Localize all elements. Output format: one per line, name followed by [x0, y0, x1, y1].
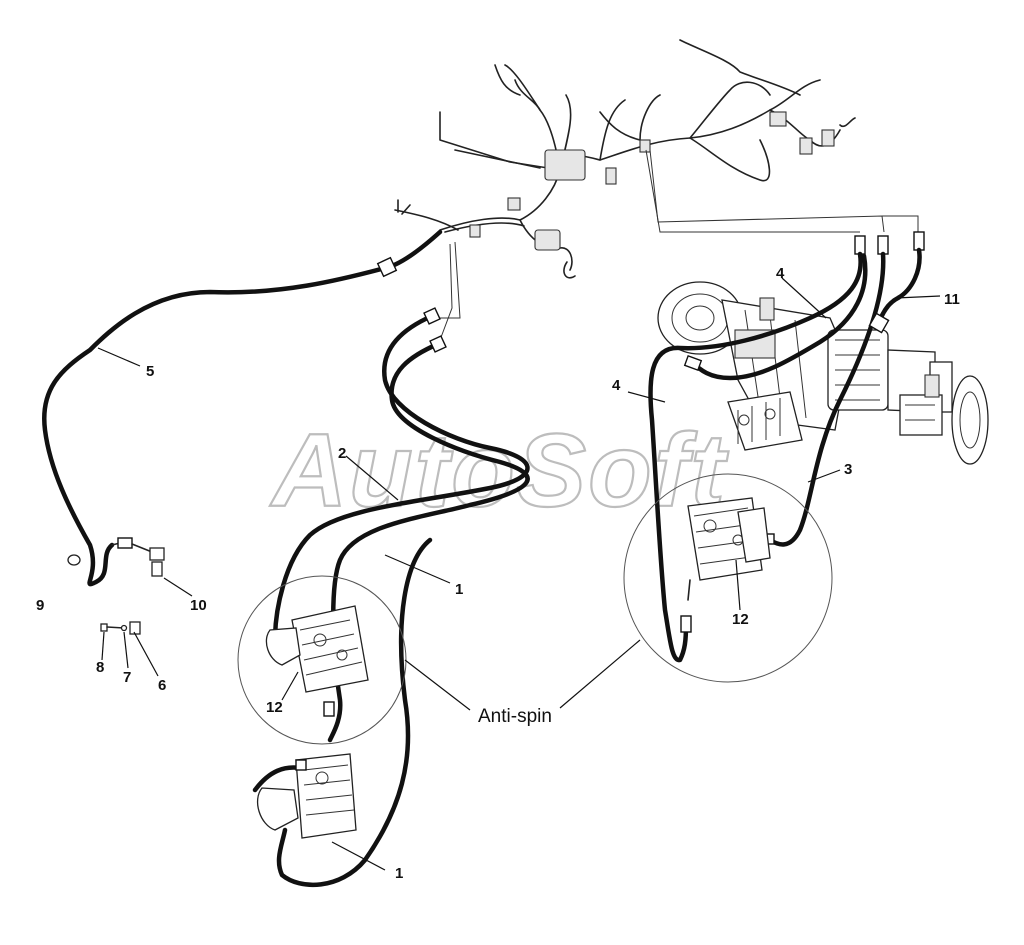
cable-4-upper [648, 235, 866, 663]
anti-spin-circle-left [237, 575, 407, 745]
label-7: 7 [123, 669, 131, 686]
label-4-upper: 4 [776, 265, 785, 282]
anti-spin-circle-right [623, 473, 833, 683]
label-1-lower: 1 [395, 865, 403, 882]
label-2: 2 [338, 445, 346, 462]
motor-lower [257, 753, 357, 839]
label-5: 5 [146, 363, 154, 380]
leader-lines [97, 277, 941, 871]
part-labels: 2 1 1 4 4 3 5 11 9 10 8 7 6 12 12 Anti-s… [36, 265, 960, 882]
label-6: 6 [158, 677, 166, 694]
main-harness [394, 39, 856, 279]
part-9-ring [67, 554, 81, 566]
label-12-left: 12 [266, 699, 283, 716]
label-12-right: 12 [732, 611, 749, 628]
label-9: 9 [36, 597, 44, 614]
part-10-sensor [111, 537, 165, 577]
label-anti-spin: Anti-spin [478, 706, 552, 727]
valve-block-upper-right [727, 391, 803, 451]
watermark-text: AutoSoft [269, 413, 729, 529]
label-1-upper: 1 [455, 581, 463, 598]
label-3: 3 [844, 461, 852, 478]
label-11: 11 [944, 291, 960, 308]
routing-guides [435, 149, 919, 341]
cable-4-lower [683, 253, 868, 381]
label-10: 10 [190, 597, 207, 614]
label-8: 8 [96, 659, 104, 676]
cable-5 [41, 229, 443, 587]
label-4-lower: 4 [612, 377, 621, 394]
